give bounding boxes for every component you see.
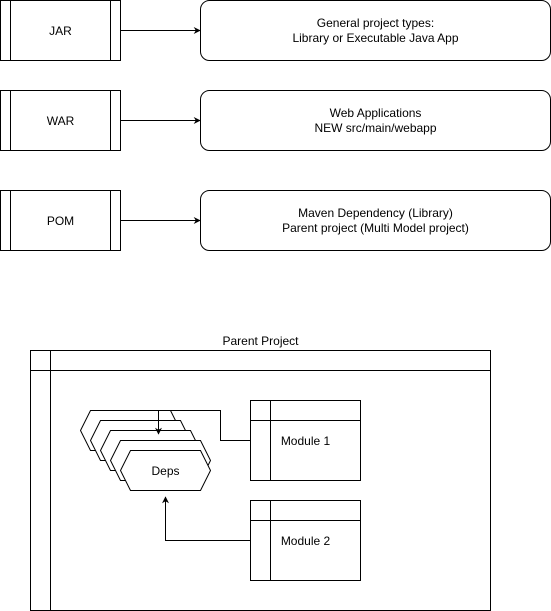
pom-label: POM [47, 214, 74, 228]
pom-description-line-1: Maven Dependency (Library) [298, 206, 453, 220]
pom-description-box[interactable]: Maven Dependency (Library) Parent projec… [200, 190, 551, 251]
module-1-to-deps-arrow [155, 410, 251, 441]
pom-process-box[interactable]: POM [0, 190, 121, 251]
war-description-line-1: Web Applications [330, 106, 422, 120]
packaging-row-jar: JAR General project types: Library or Ex… [0, 0, 551, 61]
jar-description-line-1: General project types: [317, 16, 434, 30]
pom-description-line-2: Parent project (Multi Model project) [282, 221, 469, 235]
deps-hexagon-front [119, 450, 212, 491]
module-2-label: Module 2 [281, 534, 331, 548]
module-1-box[interactable]: Module 1 [250, 400, 361, 481]
jar-label: JAR [49, 24, 72, 38]
war-description-box[interactable]: Web Applications NEW src/main/webapp [200, 90, 551, 151]
module-1-label: Module 1 [281, 434, 331, 448]
deps-stack[interactable]: Deps [79, 410, 212, 491]
module-2-box[interactable]: Module 2 [250, 500, 361, 581]
jar-description-box[interactable]: General project types: Library or Execut… [200, 0, 551, 61]
module-2-to-deps-arrow [162, 496, 251, 541]
jar-description-line-2: Library or Executable Java App [292, 31, 458, 45]
packaging-row-war: WAR Web Applications NEW src/main/webapp [0, 90, 551, 151]
jar-process-box[interactable]: JAR [0, 0, 121, 61]
packaging-row-pom: POM Maven Dependency (Library) Parent pr… [0, 190, 551, 251]
parent-project-title: Parent Project [222, 334, 299, 348]
deps-label: Deps [151, 464, 179, 478]
war-description-line-2: NEW src/main/webapp [314, 121, 436, 135]
war-process-box[interactable]: WAR [0, 90, 121, 151]
war-label: WAR [47, 114, 75, 128]
